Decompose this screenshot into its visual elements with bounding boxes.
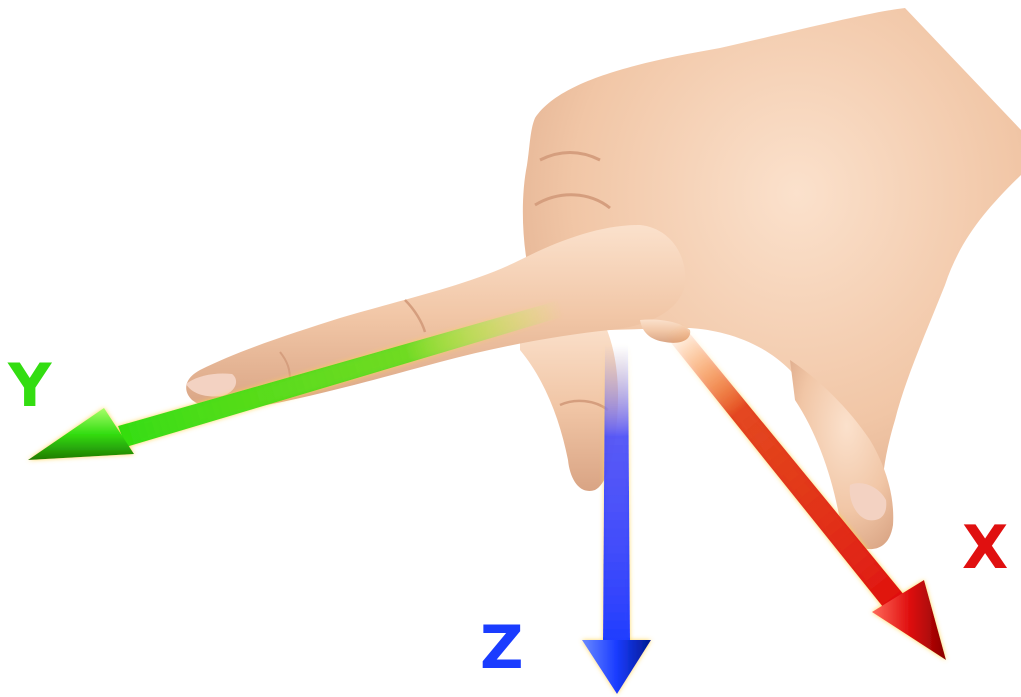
y-axis-arrow [28, 300, 565, 460]
y-axis-label: Y [8, 356, 51, 416]
z-axis-label: Z [480, 618, 524, 678]
hand-illustration [186, 8, 1021, 549]
z-axis-shaft [603, 345, 630, 640]
z-axis-arrowhead [582, 640, 651, 694]
x-axis-label: X [962, 518, 1008, 578]
